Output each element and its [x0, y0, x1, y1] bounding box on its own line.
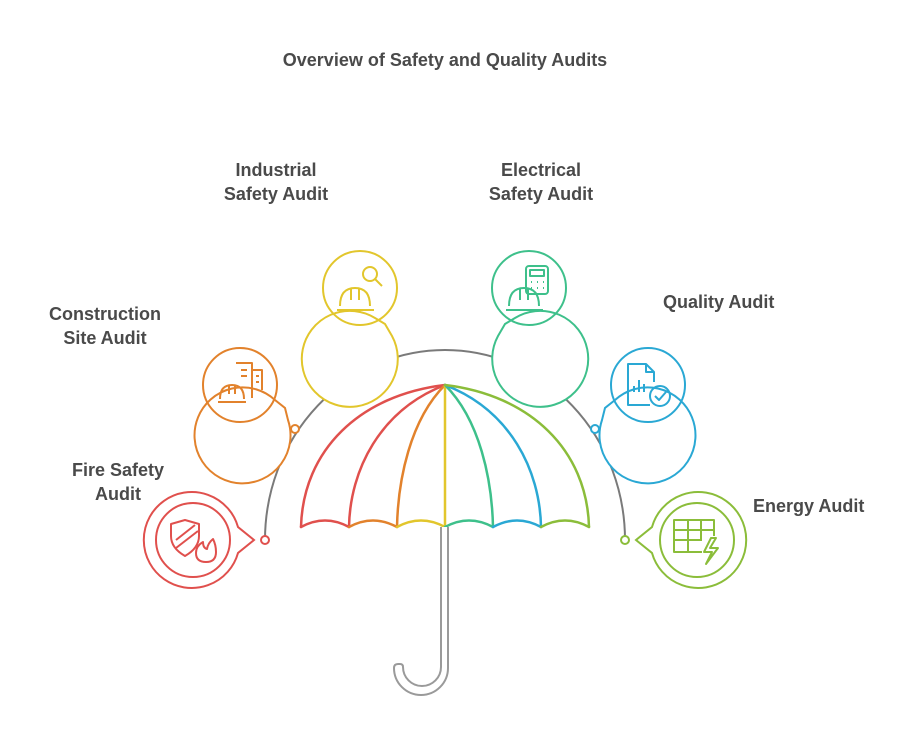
connector-dot-construction — [290, 424, 300, 434]
connector-dot-fire — [260, 535, 270, 545]
bubble-construction — [193, 347, 292, 485]
canopy-hem-2 — [347, 519, 399, 529]
connector-dot-quality — [590, 424, 600, 434]
canopy-hem-6 — [539, 519, 591, 529]
bubble-industrial — [300, 250, 399, 408]
canopy-rib-fire-2 — [347, 383, 447, 529]
canopy-rib-construction — [395, 383, 447, 529]
label-quality: Quality Audit — [663, 292, 775, 312]
bubble-fire — [142, 491, 256, 589]
canopy-hem-3 — [395, 519, 447, 529]
canopy-rib-electrical — [443, 383, 495, 529]
hardhat-building-icon — [218, 362, 263, 403]
bubble-energy — [634, 491, 748, 589]
page-title: Overview of Safety and Quality Audits — [282, 50, 608, 70]
hardhat-meter-icon — [506, 265, 549, 311]
bubble-electrical — [491, 250, 590, 408]
canopy-rib-energy — [443, 383, 591, 529]
label-energy: Energy Audit — [753, 496, 865, 516]
connector-dot-energy — [620, 535, 630, 545]
canopy-rib-fire — [299, 383, 447, 529]
hardhat-magnifier-icon — [337, 266, 383, 311]
report-check-icon — [627, 363, 671, 407]
grid-lightning-icon — [673, 519, 719, 565]
shield-flame-icon — [170, 519, 217, 563]
bubble-quality — [598, 347, 697, 485]
canopy-rib-quality — [443, 383, 543, 529]
umbrella-handle — [393, 527, 449, 696]
canopy-hem-5 — [491, 519, 543, 529]
umbrella-canopy — [299, 383, 591, 529]
canopy-hem-4 — [443, 519, 495, 529]
canopy-hem-1 — [299, 519, 351, 529]
